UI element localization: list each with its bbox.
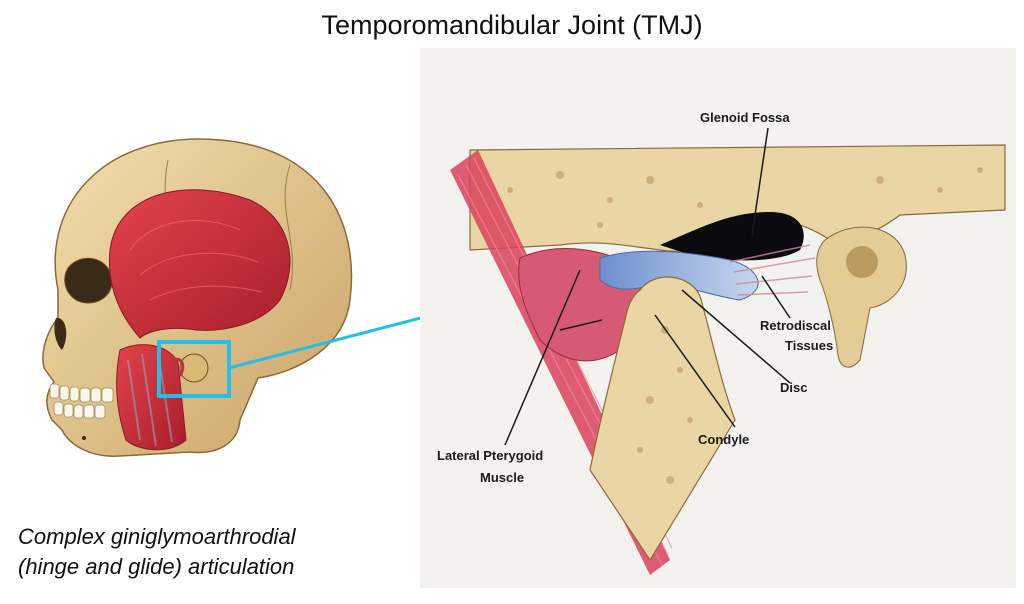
tmj-highlight-box xyxy=(157,340,231,398)
caption: Complex giniglymoarthrodial (hinge and g… xyxy=(18,522,296,582)
tmj-cross-section-illustration: Glenoid Fossa Retrodiscal Tissues Disc C… xyxy=(420,48,1016,588)
label-lateral-pterygoid-line2: Muscle xyxy=(480,470,524,485)
label-lateral-pterygoid-line1: Lateral Pterygoid xyxy=(437,448,543,463)
caption-line-2: (hinge and glide) articulation xyxy=(18,554,295,579)
slide-title: Temporomandibular Joint (TMJ) xyxy=(321,10,703,40)
label-retrodiscal-line1: Retrodiscal xyxy=(760,318,831,333)
label-glenoid-fossa: Glenoid Fossa xyxy=(700,110,790,125)
label-disc: Disc xyxy=(780,380,807,395)
caption-line-1: Complex giniglymoarthrodial xyxy=(18,524,296,549)
skull-illustration xyxy=(42,138,353,457)
label-condyle: Condyle xyxy=(698,432,749,447)
label-retrodiscal-line2: Tissues xyxy=(785,338,833,353)
